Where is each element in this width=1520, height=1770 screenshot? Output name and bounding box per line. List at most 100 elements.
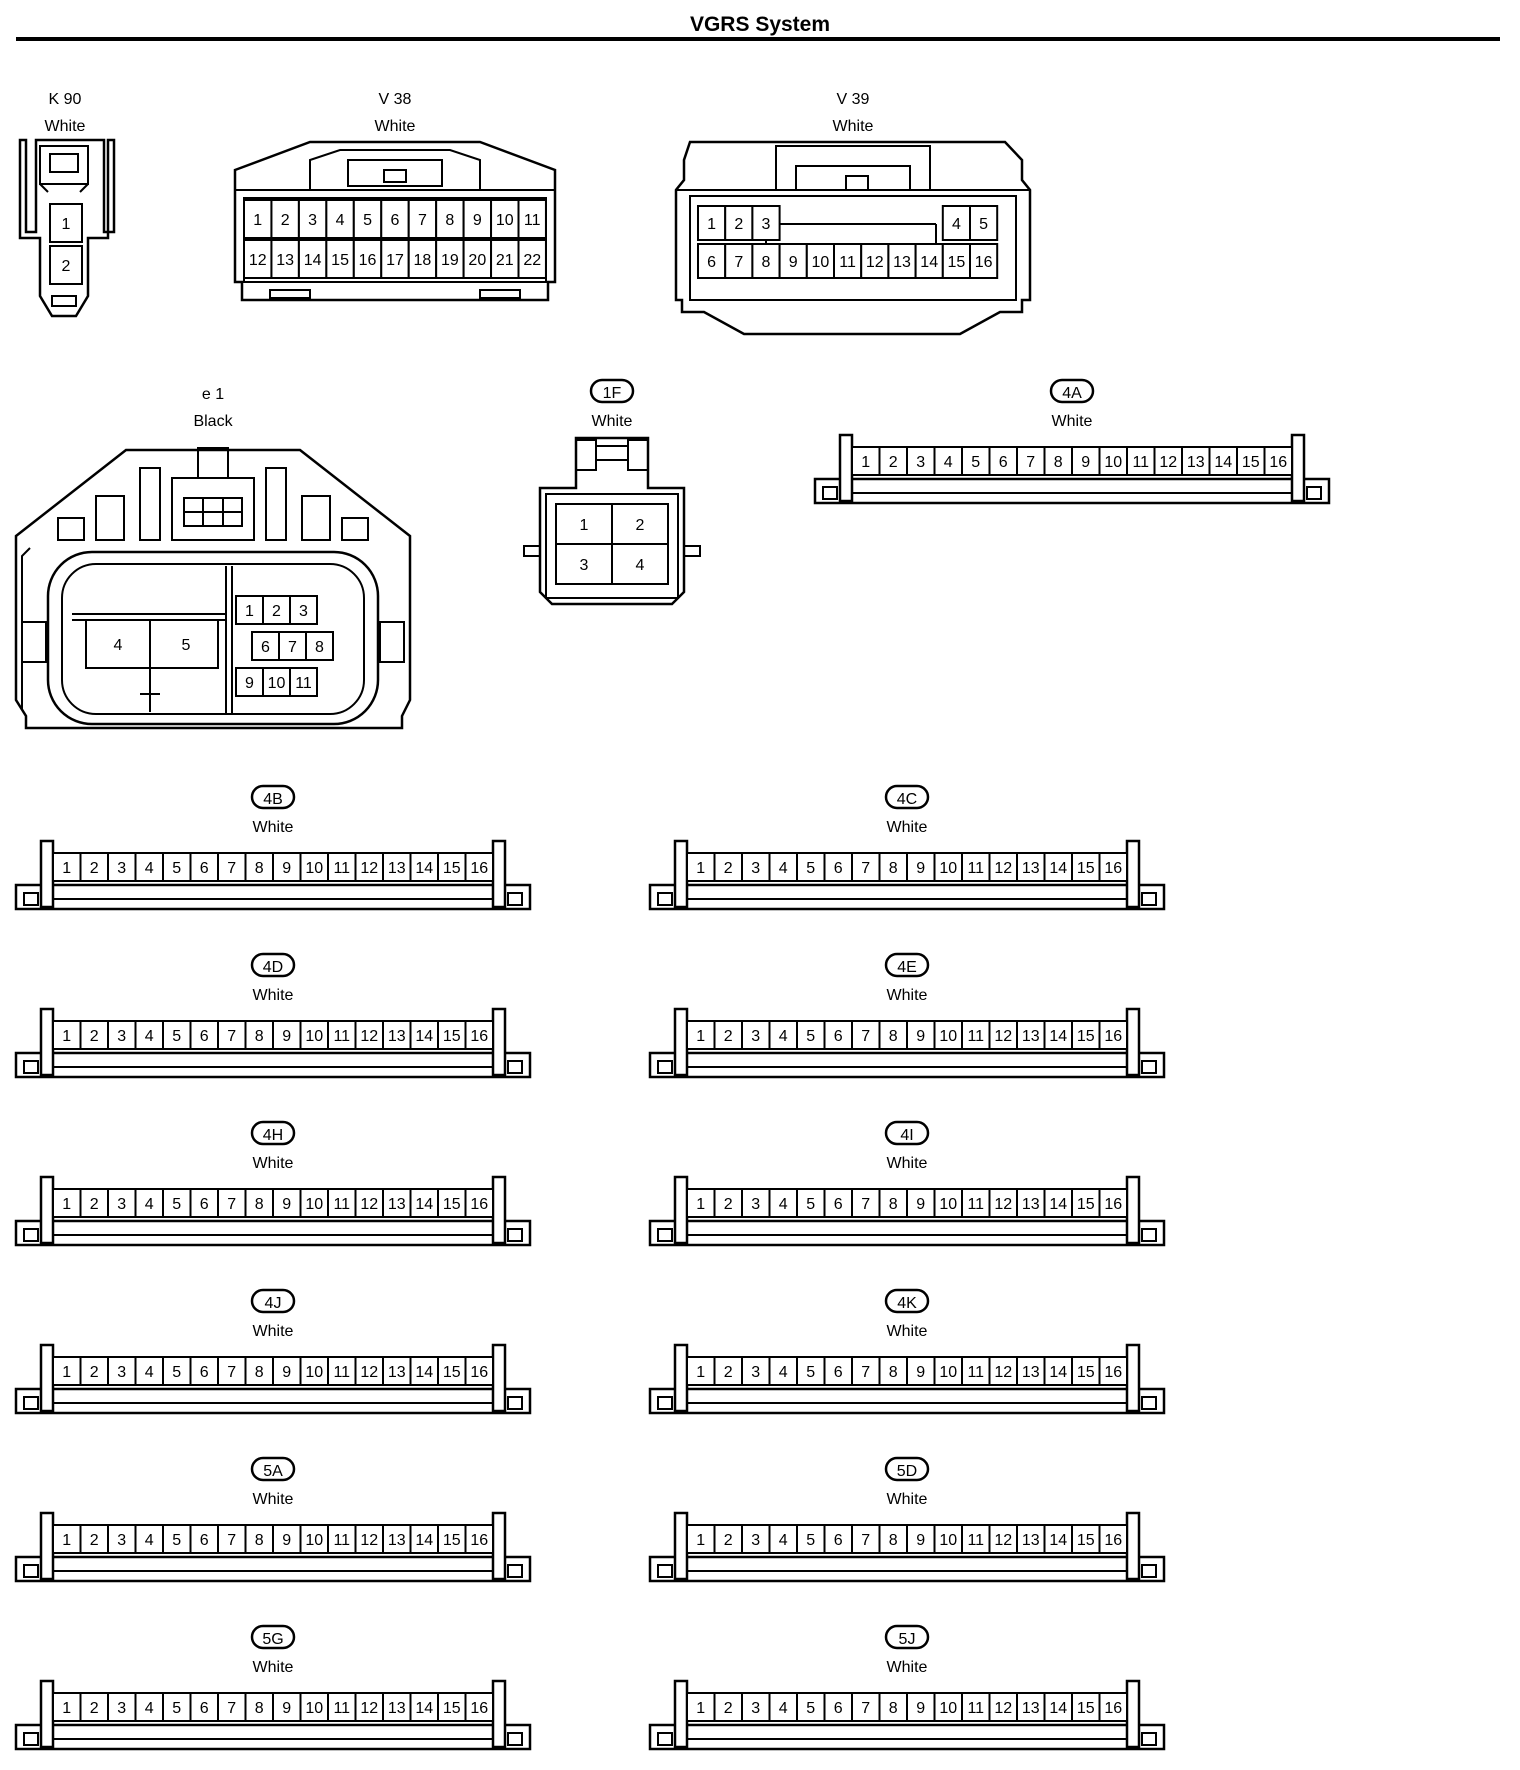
connector-v38-pin-cavity	[352, 239, 383, 279]
connector-e1-pin-cavity	[251, 631, 280, 661]
connector-e1-pin: 7	[288, 639, 297, 656]
connector-4b-pin-cavity	[244, 852, 274, 882]
connector-v38-pin: 13	[276, 252, 294, 269]
connector-4b-pin-cavity	[299, 852, 329, 882]
connector-4j-pin: 14	[415, 1364, 433, 1381]
connector-v39-pin-cavity	[778, 243, 808, 279]
connector-4d-pin: 7	[227, 1028, 236, 1045]
connector-4k-pin-cavity	[1098, 1356, 1128, 1386]
connector-5g-pin-cavity	[134, 1692, 164, 1722]
connector-5a-pin-cavity	[382, 1524, 412, 1554]
connector-1f-badge	[589, 378, 635, 404]
connector-4h-pin: 2	[90, 1196, 99, 1213]
connector-v39-pin: 2	[734, 216, 743, 233]
connector-4i-pin: 14	[1049, 1196, 1067, 1213]
page-title: VGRS System	[690, 13, 830, 36]
connector-5d-pin: 9	[916, 1532, 925, 1549]
connector-5a-pin-cavity	[244, 1524, 274, 1554]
connector-v38-pin: 20	[468, 252, 486, 269]
connector-4k-pin: 8	[889, 1364, 898, 1381]
connector-4h-pin-cavity	[217, 1188, 247, 1218]
connector-4a-pin-cavity	[1043, 446, 1073, 476]
connector-5j-pin-cavity	[1098, 1692, 1128, 1722]
connector-4a-pin-cavity	[1181, 446, 1211, 476]
connector-v39-pin: 3	[762, 216, 771, 233]
connector-4h-pin: 9	[282, 1196, 291, 1213]
connector-4c-pin: 16	[1104, 860, 1122, 877]
connector-1f-pin: 2	[636, 517, 645, 534]
connector-v38-pin: 9	[473, 212, 482, 229]
connector-5a-pin: 15	[443, 1532, 461, 1549]
connector-4a-pin: 16	[1269, 454, 1287, 471]
connector-e1-pin: 9	[245, 675, 254, 692]
connector-4k-color: White	[887, 1323, 928, 1340]
connector-5a-pin-cavity	[354, 1524, 384, 1554]
connector-v38-pin: 15	[331, 252, 349, 269]
connector-4b-pin: 8	[255, 860, 264, 877]
connector-5a-pin: 5	[172, 1532, 181, 1549]
connector-5d-pin: 2	[724, 1532, 733, 1549]
connector-4j-pin: 11	[333, 1364, 350, 1381]
connector-v39-pin: 9	[789, 254, 798, 271]
connector-v39-pin-cavity	[969, 205, 999, 241]
connector-5j-pin: 15	[1077, 1700, 1095, 1717]
connector-5g-pin-cavity	[354, 1692, 384, 1722]
connector-4a-pin: 3	[916, 454, 925, 471]
connector-4a-pin: 5	[971, 454, 980, 471]
connector-5g-pin: 9	[282, 1700, 291, 1717]
connector-5g-pin: 10	[305, 1700, 323, 1717]
connector-4i-pin-cavity	[686, 1188, 716, 1218]
connector-4k-id: 4K	[897, 1295, 917, 1312]
connector-4c-pin: 9	[916, 860, 925, 877]
connector-4j-pin-cavity	[52, 1356, 82, 1386]
connector-4h-color: White	[253, 1155, 294, 1172]
connector-5g-pin: 8	[255, 1700, 264, 1717]
connector-4e-pin-cavity	[906, 1020, 936, 1050]
connector-4d-pin-cavity	[162, 1020, 192, 1050]
connector-4c-pin: 13	[1022, 860, 1040, 877]
connector-4a-pin-cavity	[1153, 446, 1183, 476]
connector-4e-pin-cavity	[1098, 1020, 1128, 1050]
connector-4i-pin-cavity	[1071, 1188, 1101, 1218]
connector-4h-pin: 15	[443, 1196, 461, 1213]
connector-4a-pin-cavity	[933, 446, 963, 476]
connector-4h-pin: 4	[145, 1196, 154, 1213]
connector-4e-pin: 3	[751, 1028, 760, 1045]
connector-4k-badge	[884, 1288, 930, 1314]
connector-5d-pin-cavity	[1098, 1524, 1128, 1554]
connector-v39-color: White	[833, 118, 874, 135]
connector-4i-pin-cavity	[1043, 1188, 1073, 1218]
connector-e1-pin: 6	[261, 639, 270, 656]
connector-v38-pin: 11	[524, 212, 541, 229]
connector-4c-badge	[884, 784, 930, 810]
connector-5g-pin: 6	[200, 1700, 209, 1717]
connector-5g-pin-cavity	[217, 1692, 247, 1722]
connector-4i-pin: 3	[751, 1196, 760, 1213]
connector-4i-pin-cavity	[933, 1188, 963, 1218]
connector-4e-pin: 6	[834, 1028, 843, 1045]
connector-4e-pin: 11	[967, 1028, 984, 1045]
connector-4e-pin: 2	[724, 1028, 733, 1045]
connector-4a-pin: 14	[1214, 454, 1232, 471]
connector-5a-pin: 14	[415, 1532, 433, 1549]
connector-4a-id: 4A	[1062, 385, 1082, 402]
connector-4b-pin-cavity	[79, 852, 109, 882]
connector-5d-pin: 8	[889, 1532, 898, 1549]
connector-5j-badge	[884, 1624, 930, 1650]
connector-4k-pin: 9	[916, 1364, 925, 1381]
connector-v39-pin: 8	[762, 254, 771, 271]
connector-4i-id: 4I	[900, 1127, 913, 1144]
connector-4i-pin-cavity	[796, 1188, 826, 1218]
connector-4b-pin: 14	[415, 860, 433, 877]
connector-4b-id: 4B	[263, 791, 283, 808]
connector-4b-pin: 1	[62, 860, 71, 877]
connector-4h-pin: 11	[333, 1196, 350, 1213]
connector-5a-pin-cavity	[272, 1524, 302, 1554]
connector-4c-pin-cavity	[1098, 852, 1128, 882]
connector-1f-pin: 1	[580, 517, 589, 534]
connector-5j-pin: 2	[724, 1700, 733, 1717]
connector-4k-pin-cavity	[768, 1356, 798, 1386]
connector-4a-pin-cavity	[1098, 446, 1128, 476]
connector-5d-pin: 7	[861, 1532, 870, 1549]
